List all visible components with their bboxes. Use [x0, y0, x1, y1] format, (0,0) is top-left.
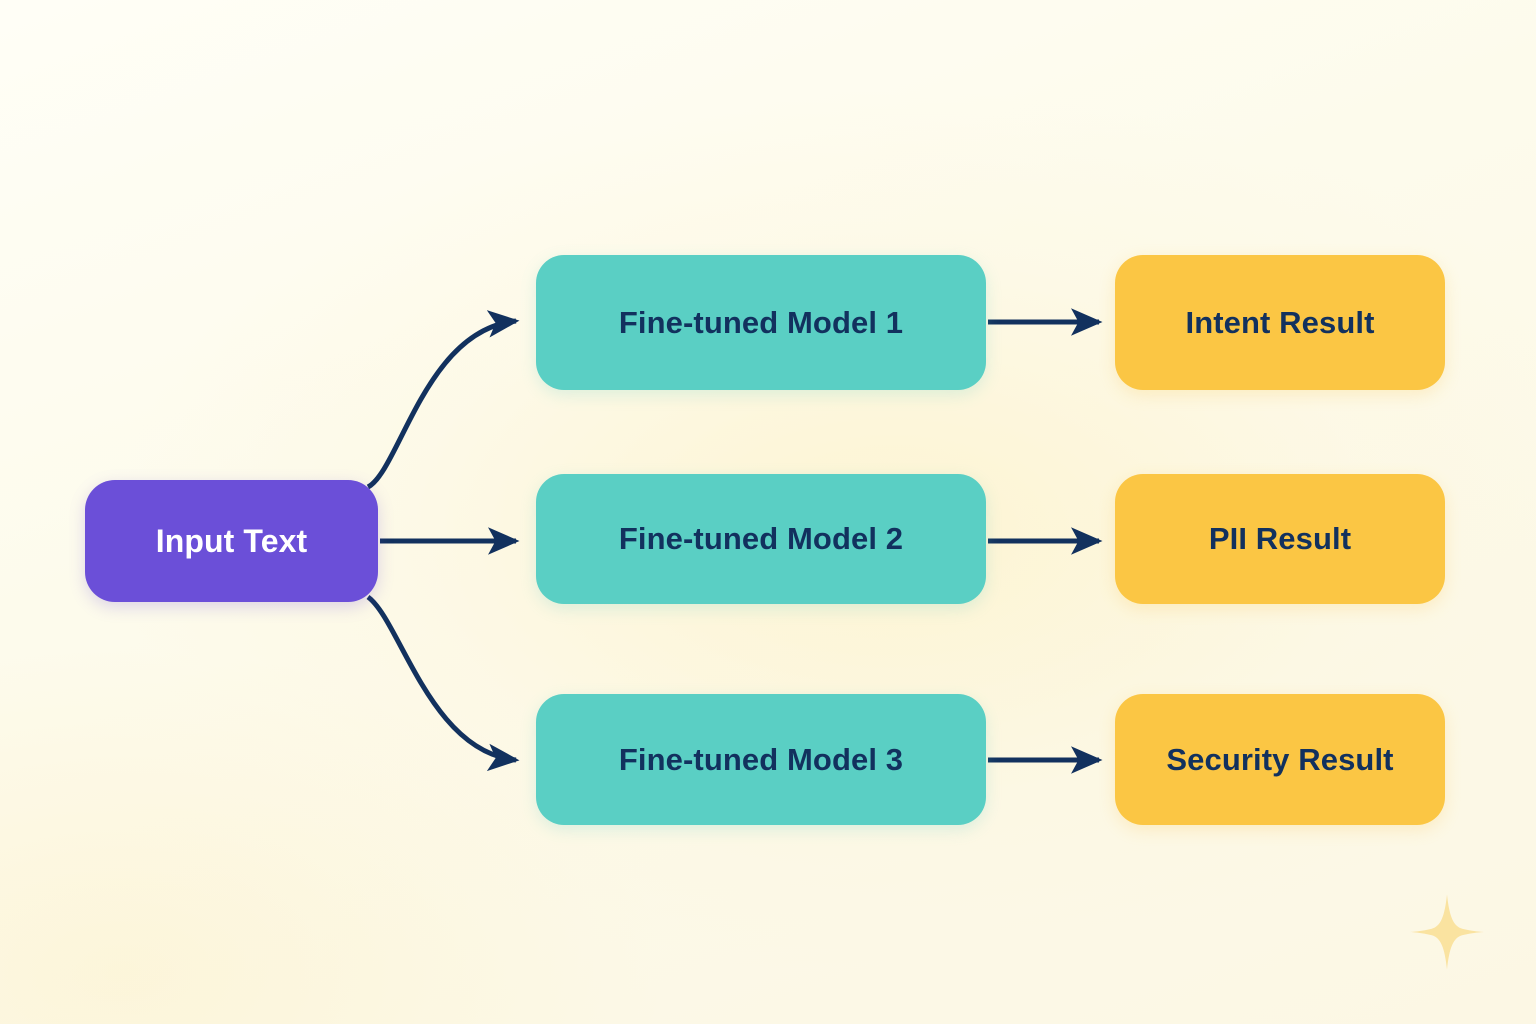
node-input-text-label: Input Text: [155, 522, 308, 559]
node-fine-tuned-model-3[interactable]: Fine-tuned Model 3: [536, 694, 986, 825]
node-intent-result[interactable]: Intent Result: [1115, 255, 1445, 390]
node-fine-tuned-model-3-label: Fine-tuned Model 3: [618, 741, 904, 777]
node-pii-result[interactable]: PII Result: [1115, 474, 1445, 604]
edge-input-to-model-3: [366, 594, 520, 772]
node-fine-tuned-model-1[interactable]: Fine-tuned Model 1: [536, 255, 986, 390]
node-intent-result-label: Intent Result: [1185, 304, 1375, 340]
node-input-text[interactable]: Input Text: [85, 480, 378, 602]
node-pii-result-label: PII Result: [1208, 521, 1352, 556]
node-security-result-label: Security Result: [1166, 741, 1394, 777]
node-security-result[interactable]: Security Result: [1115, 694, 1445, 825]
edge-input-to-model-1: [366, 310, 520, 490]
node-fine-tuned-model-1-label: Fine-tuned Model 1: [618, 304, 904, 340]
node-fine-tuned-model-2-label: Fine-tuned Model 2: [618, 521, 904, 556]
node-fine-tuned-model-2[interactable]: Fine-tuned Model 2: [536, 474, 986, 604]
sparkle-four-point-icon: [1409, 894, 1485, 970]
